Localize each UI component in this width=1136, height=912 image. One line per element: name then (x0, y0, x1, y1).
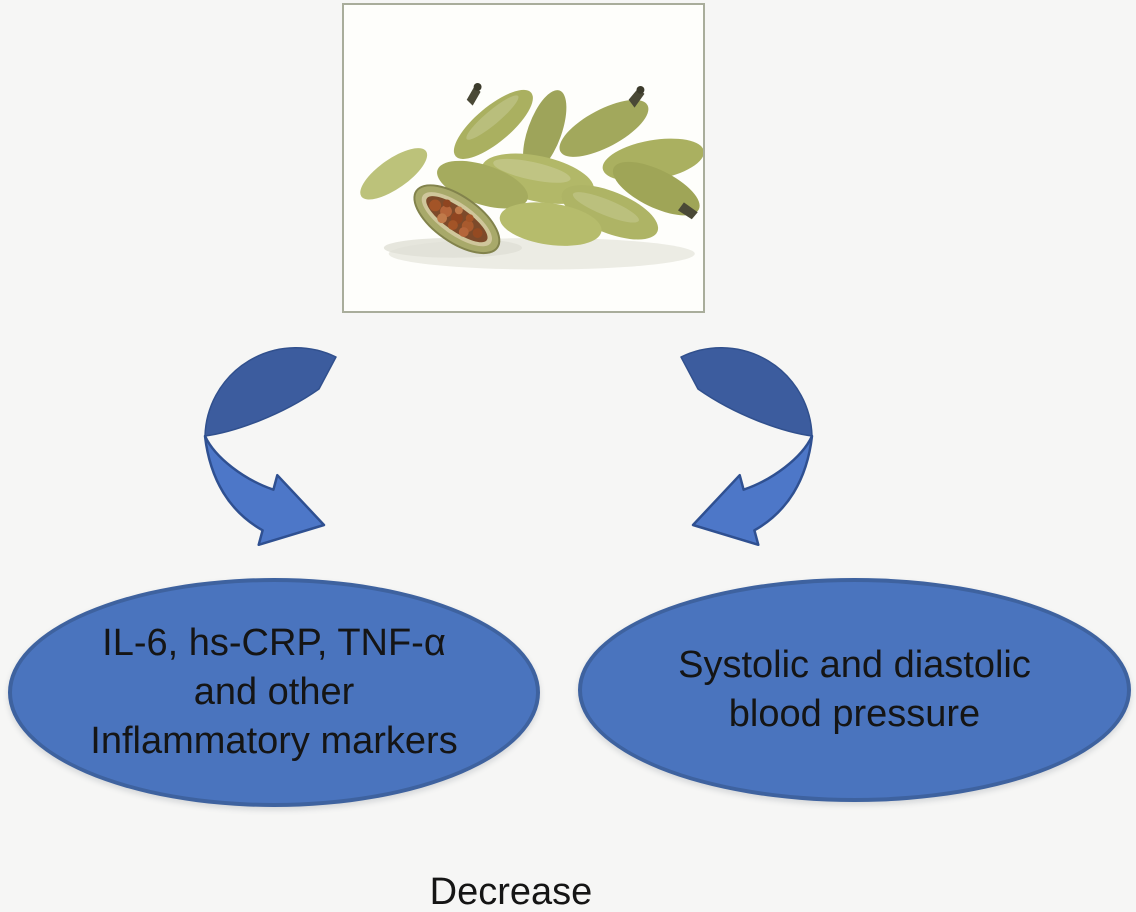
node-text-line: Systolic and diastolic (678, 644, 1031, 686)
curved-arrow-left-icon (200, 330, 360, 565)
node-text-line: Inflammatory markers (90, 720, 458, 762)
node-text-line: blood pressure (728, 693, 981, 735)
cardamom-pods-illustration (360, 82, 703, 270)
cardamom-photo (342, 3, 705, 313)
node-text-line: IL-6, hs-CRP, TNF-α (102, 622, 446, 664)
curved-arrow-right-icon (657, 330, 817, 565)
node-blood-pressure: Systolic and diastolic blood pressure (578, 578, 1131, 802)
node-text-line: and other (193, 671, 355, 713)
caption-decrease: Decrease (429, 871, 593, 912)
node-inflammatory-markers: IL-6, hs-CRP, TNF-α and other Inflammato… (8, 578, 540, 807)
